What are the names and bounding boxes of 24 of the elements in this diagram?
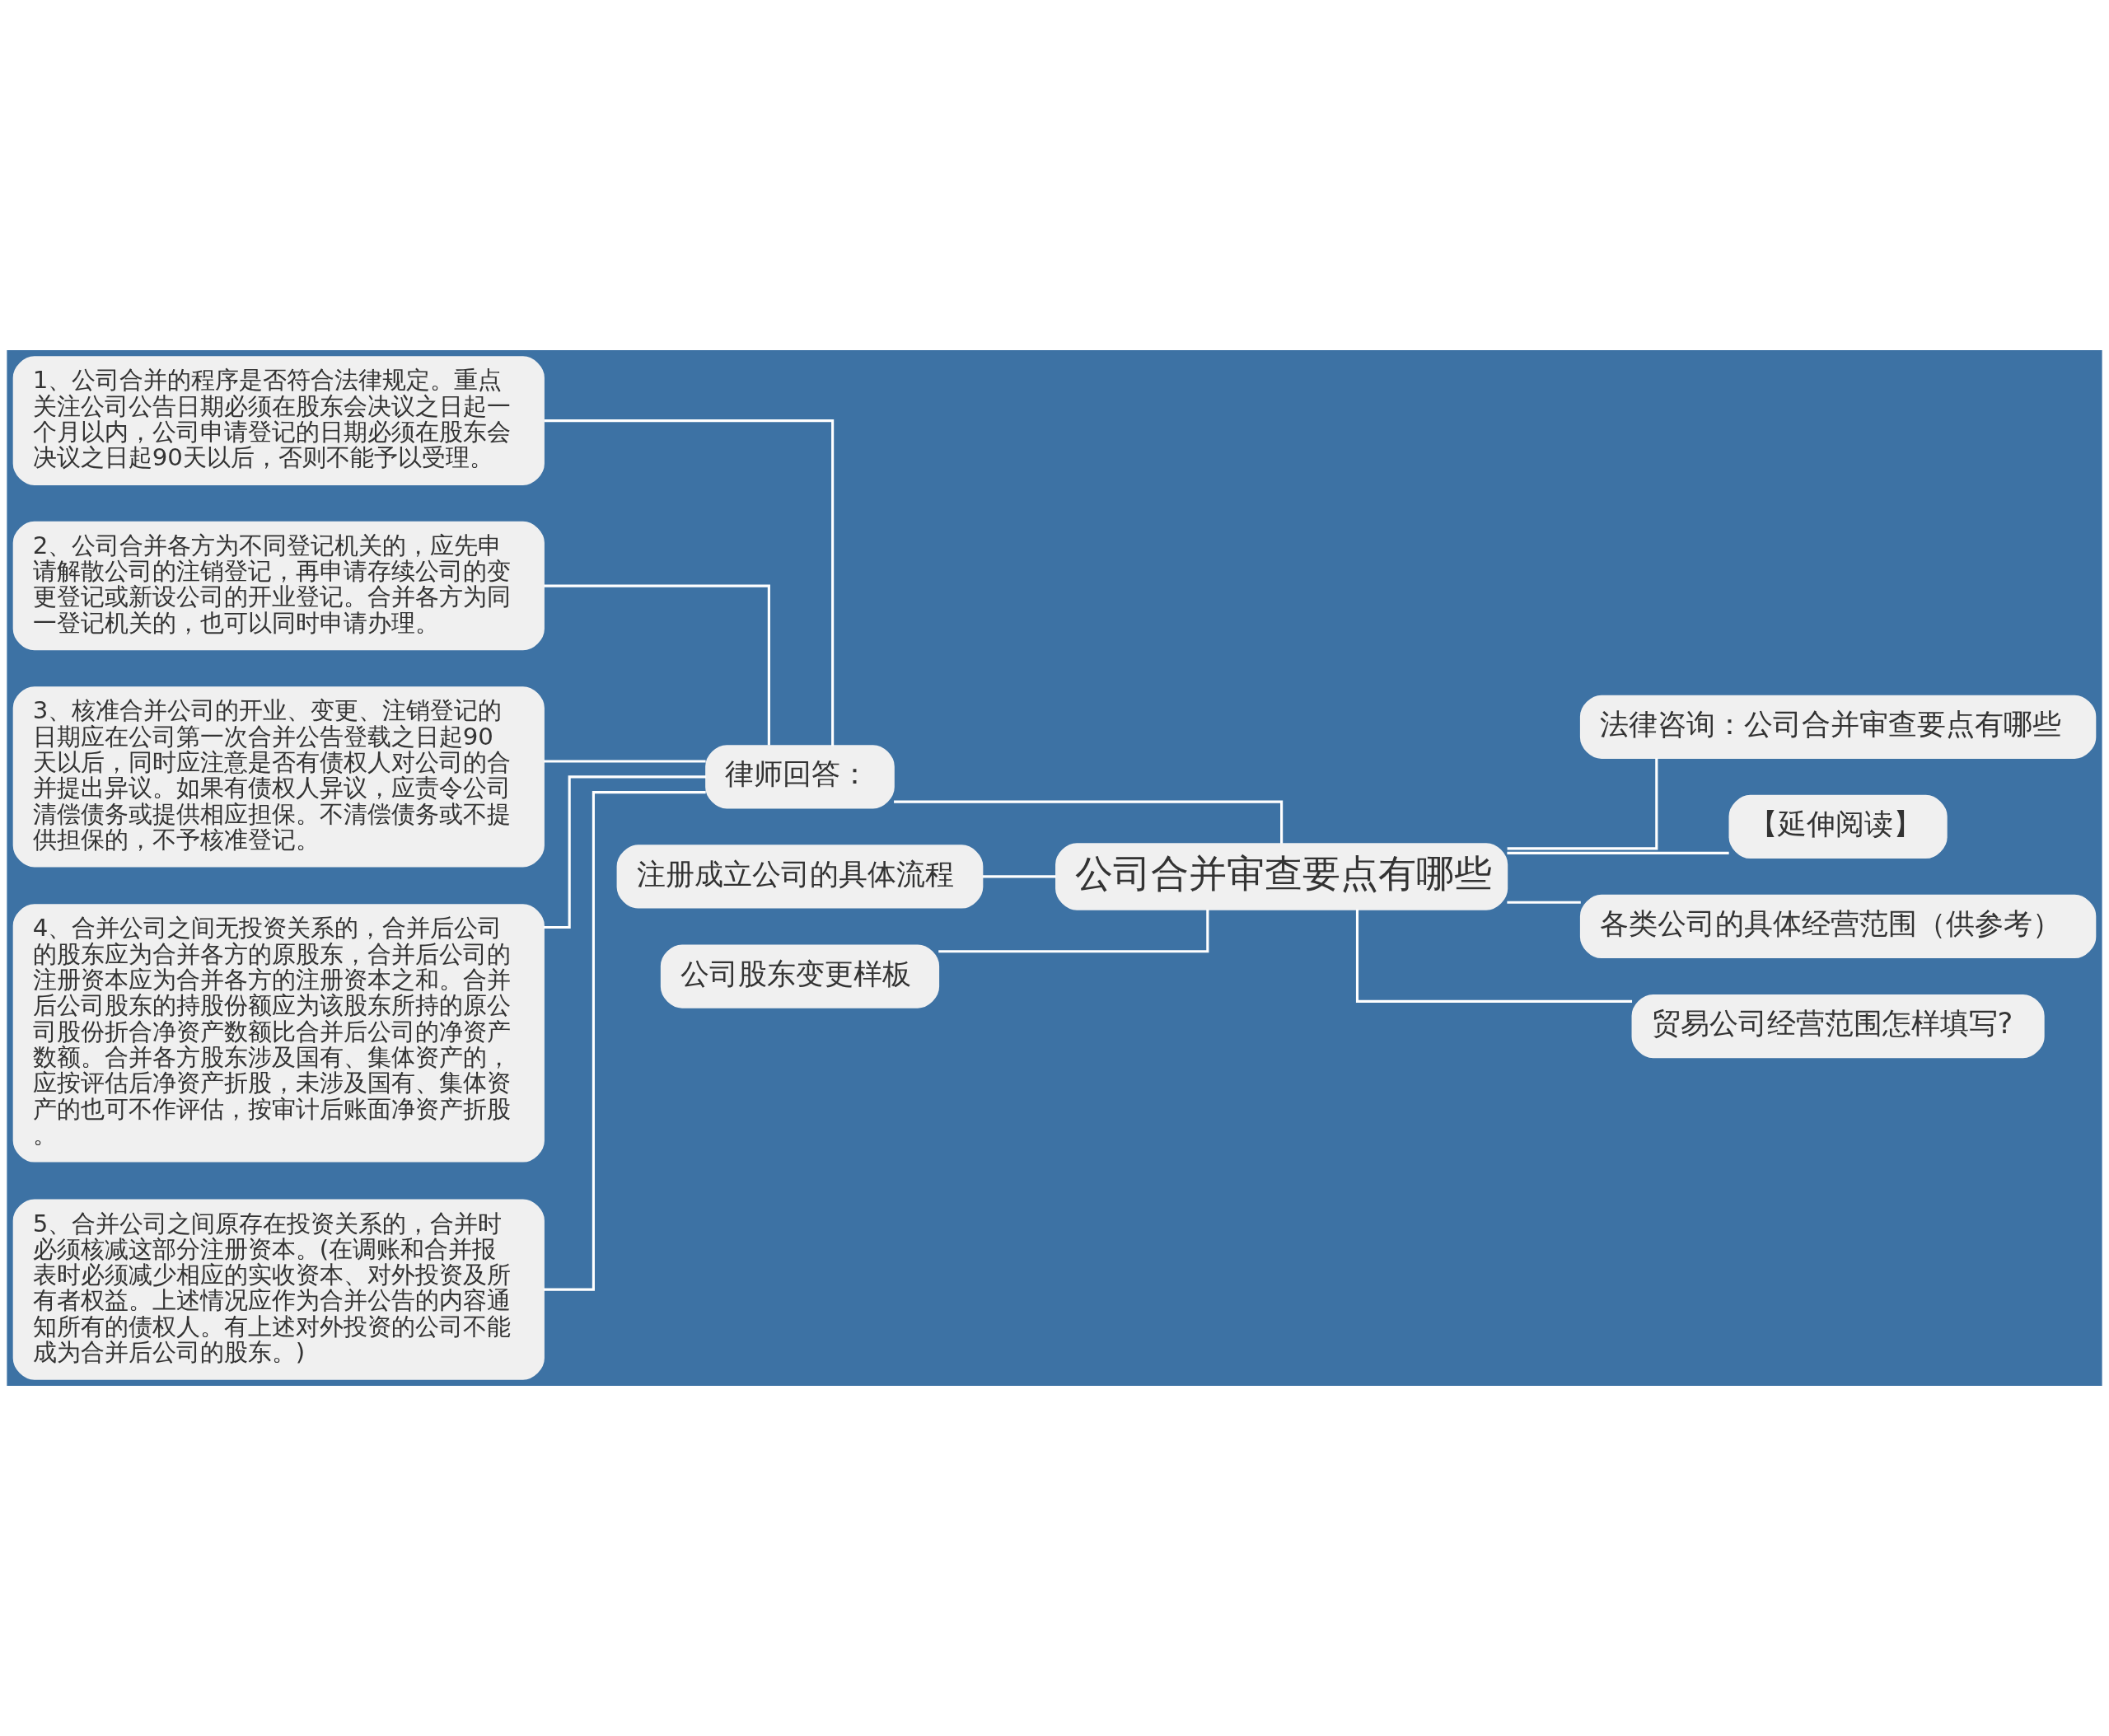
connector — [544, 419, 835, 746]
connector — [543, 791, 706, 1291]
connector — [1355, 909, 1633, 1003]
node-box: 3、核准合并公司的开业、变更、注销登记的日期应在公司第一次合并公告登载之日起90天以后，同时应注意是否有债权人对公司的合并提出异议。如果有债权人异议，应责令公司清偿债务或提供相应担保。不清偿债务或不提供担保的，不予核准登记。 — [12, 686, 545, 868]
node-box: 4、合并公司之间无投资关系的，合并后公司的股东应为合并各方的原股东，合并后公司的注册资本应为合并各方的注册资本之和。合并后公司股东的持股份额应为该股东所持的原公司股份折合净资产数额比合并后公司的净资产数额。合并各方股东涉及国有、集体资产的，应按评估后净资产折股，未涉及国有、集体资产的也可不作评估，按审计后账面净资产折股。 — [12, 904, 545, 1163]
node-box: 公司合并审查要点有哪些 — [1055, 843, 1508, 910]
connector — [982, 875, 1056, 878]
connector — [544, 584, 770, 746]
node-box: 公司股东变更样板 — [660, 944, 940, 1008]
node-box: 各类公司的具体经营范围（供参考） — [1579, 894, 2097, 959]
connector — [1507, 901, 1581, 904]
node-box: 5、合并公司之间原存在投资关系的，合并时必须核减这部分注册资本。(在调账和合并报表时必须减少相应的实收资本、对外投资及所有者权益。上述情况应作为合并公告的内容通知所有的债权人。有上述对外投资的公司不能成为合并后公司的股东。) — [12, 1199, 545, 1380]
connector — [894, 800, 1284, 844]
node-box: 贸易公司经营范围怎样填写? — [1631, 994, 2045, 1059]
node-box: 法律咨询：公司合并审查要点有哪些 — [1579, 695, 2097, 759]
node-box: 1、公司合并的程序是否符合法律规定。重点关注公司公告日期必须在股东会决议之日起一个月以内，公司申请登记的日期必须在股东会决议之日起90天以后，否则不能予以受理。 — [12, 356, 545, 485]
connector — [938, 910, 1209, 953]
node-box: 律师回答： — [705, 745, 895, 809]
connector — [544, 760, 706, 763]
node-box: 【延伸阅读】 — [1728, 794, 1948, 859]
connector — [1507, 758, 1658, 850]
node-box: 2、公司合并各方为不同登记机关的，应先申请解散公司的注销登记，再申请存续公司的变更登记或新设公司的开业登记。合并各方为同一登记机关的，也可以同时申请办理。 — [12, 521, 545, 651]
connector — [1507, 851, 1729, 854]
node-box: 注册成立公司的具体流程 — [616, 845, 984, 909]
